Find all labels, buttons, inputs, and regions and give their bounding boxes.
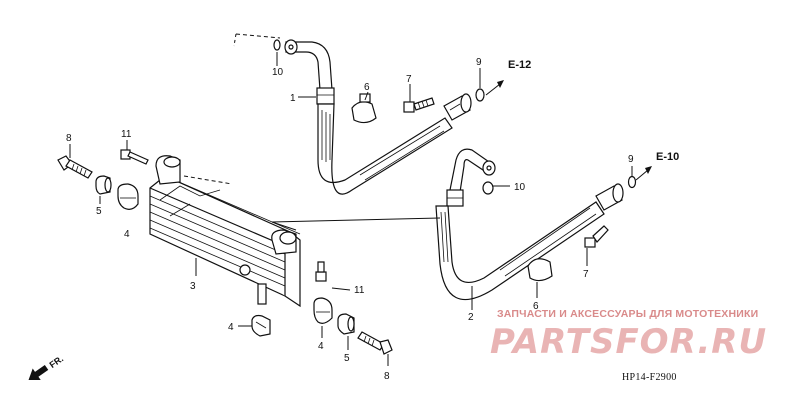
callout-4-upper: 4 — [124, 229, 130, 240]
leader-lines — [69, 52, 652, 366]
lower-oil-hose — [435, 148, 624, 301]
callout-3: 3 — [190, 281, 196, 292]
ref-e12: E-12 — [508, 59, 531, 71]
callout-9-lower: 9 — [628, 154, 634, 165]
front-direction-marker: FR. — [28, 354, 66, 381]
callout-7-lower: 7 — [583, 269, 589, 280]
o-ring-lower-left — [482, 181, 494, 195]
o-ring-lower-right — [627, 175, 637, 189]
reference-lines — [183, 33, 441, 231]
o-ring-top — [273, 39, 281, 51]
callout-11-lower: 11 — [354, 285, 365, 296]
grommet-lower-right — [313, 297, 333, 324]
collar-lower — [337, 313, 355, 335]
callout-1: 1 — [290, 93, 296, 104]
grommet-upper — [117, 183, 139, 210]
callout-4-lower-left: 4 — [228, 322, 234, 333]
bolt-upper — [403, 97, 435, 113]
bolt-cooler-lower — [357, 331, 393, 355]
ref-e10: E-10 — [656, 151, 679, 163]
bolt-lower — [584, 225, 609, 248]
callout-5-upper: 5 — [96, 206, 102, 217]
callout-11-upper: 11 — [121, 129, 132, 140]
front-label: FR. — [48, 354, 66, 371]
front-arrow-icon — [28, 364, 49, 381]
oil-cooler — [149, 155, 301, 308]
callout-labels: 10 1 6 7 9 E-12 8 11 5 4 3 4 4 11 5 8 10… — [66, 57, 679, 382]
callout-5-lower: 5 — [344, 353, 350, 364]
callout-6-upper: 6 — [364, 82, 370, 93]
bolt-cooler-top — [120, 149, 149, 165]
watermark-tagline: ЗАПЧАСТИ И АКСЕССУАРЫ ДЛЯ МОТОТЕХНИКИ — [497, 308, 758, 320]
watermark-brand: PARTSFOR.RU — [490, 322, 767, 362]
callout-7-upper: 7 — [406, 74, 412, 85]
bolt-cooler-bottom — [315, 261, 327, 282]
o-ring-upper — [475, 88, 485, 102]
hose-clamp-lower — [527, 258, 553, 282]
callout-8-lower: 8 — [384, 371, 390, 382]
hose-clamp-upper — [351, 93, 377, 124]
upper-oil-hose — [284, 39, 472, 195]
callout-6-lower: 6 — [533, 301, 539, 312]
callout-10-lower: 10 — [514, 182, 526, 193]
callout-2: 2 — [468, 312, 474, 323]
callout-4-lower-right: 4 — [318, 341, 324, 352]
bolt-cooler-upper — [57, 155, 93, 179]
callout-9-upper: 9 — [476, 57, 482, 68]
diagram-code: HP14-F2900 — [622, 372, 677, 383]
collar-upper — [95, 175, 112, 195]
callout-10-top: 10 — [272, 67, 284, 78]
callout-8-upper: 8 — [66, 133, 72, 144]
grommet-lower-left — [251, 314, 271, 337]
watermark: ЗАПЧАСТИ И АКСЕССУАРЫ ДЛЯ МОТОТЕХНИКИ PA… — [490, 308, 767, 362]
